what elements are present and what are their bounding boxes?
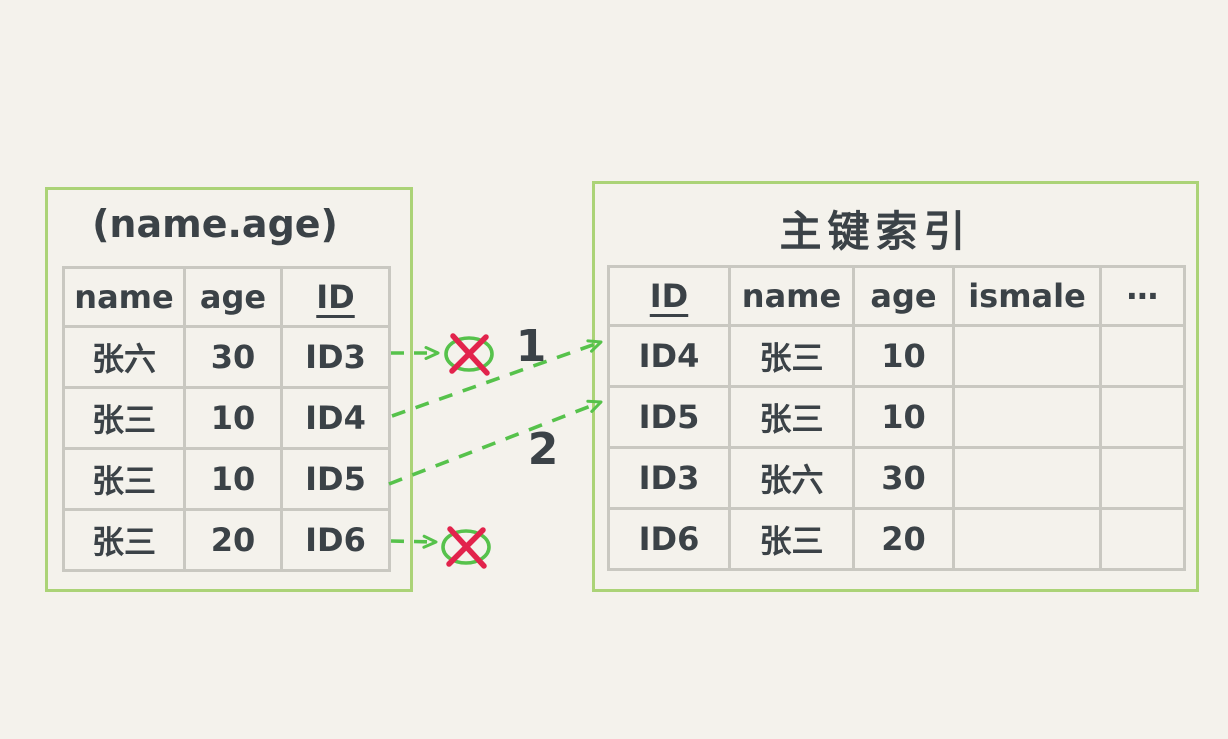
cell-id: ID6 (280, 508, 391, 572)
primary-key-index-table: ID name age ismale ⋯ ID4 张三 10 ID5 张三 (607, 265, 1186, 571)
cell-age: 20 (852, 507, 955, 571)
cell-age: 10 (852, 385, 955, 449)
cell-age: 30 (852, 446, 955, 510)
column-header-ellipsis: ⋯ (1099, 265, 1186, 327)
cell-name: 张三 (62, 386, 186, 450)
x-mark-icon (444, 333, 494, 376)
table-row: ID4 张三 10 (607, 324, 1186, 388)
cell-ellipsis (1099, 446, 1186, 510)
table-row: 张六 30 ID3 (62, 325, 391, 389)
table-row: 张三 20 ID6 (62, 508, 391, 572)
column-header-name: name (62, 266, 186, 328)
cell-age: 10 (183, 447, 283, 511)
cell-id: ID4 (607, 324, 731, 388)
column-header-age: age (852, 265, 955, 327)
cell-name: 张三 (728, 507, 855, 571)
cell-id: ID5 (607, 385, 731, 449)
table-row: ID5 张三 10 (607, 385, 1186, 449)
column-header-age: age (183, 266, 283, 328)
cell-ellipsis (1099, 385, 1186, 449)
column-header-ismale: ismale (952, 265, 1102, 327)
step-1-label: 1 (516, 321, 547, 372)
cell-ismale (952, 507, 1102, 571)
cell-id: ID4 (280, 386, 391, 450)
table-row: ID3 张六 30 (607, 446, 1186, 510)
step-2-label: 2 (528, 424, 559, 475)
name-age-index-panel: (name.age) name age ID 张六 30 ID3 张三 10 (45, 187, 413, 592)
cell-id: ID6 (607, 507, 731, 571)
lookup-arrow-id4 (391, 339, 603, 418)
table-row: ID6 张三 20 (607, 507, 1186, 571)
cell-ismale (952, 446, 1102, 510)
cell-age: 10 (183, 386, 283, 450)
cell-name: 张六 (728, 446, 855, 510)
cell-ismale (952, 385, 1102, 449)
cell-id: ID5 (280, 447, 391, 511)
table-row: 张三 10 ID4 (62, 386, 391, 450)
column-header-id: ID (607, 265, 731, 327)
cell-ellipsis (1099, 507, 1186, 571)
name-age-index-title: (name.age) (92, 202, 338, 246)
name-age-index-table: name age ID 张六 30 ID3 张三 10 ID4 张三 (62, 266, 391, 572)
cell-name: 张六 (62, 325, 186, 389)
cell-id: ID3 (280, 325, 391, 389)
column-header-id: ID (280, 266, 391, 328)
lookup-arrow-id5 (388, 399, 603, 486)
cell-name: 张三 (728, 385, 855, 449)
x-mark-icon (441, 526, 491, 569)
header-row: name age ID (62, 266, 391, 328)
cell-name: 张三 (62, 508, 186, 572)
cell-ellipsis (1099, 324, 1186, 388)
cell-age: 20 (183, 508, 283, 572)
primary-key-index-title: 主键索引 (779, 207, 972, 256)
column-header-name: name (728, 265, 855, 327)
header-row: ID name age ismale ⋯ (607, 265, 1186, 327)
table-row: 张三 10 ID5 (62, 447, 391, 511)
cell-age: 10 (852, 324, 955, 388)
primary-key-index-panel: 主键索引 ID name age ismale ⋯ ID4 张三 10 (592, 181, 1199, 592)
cell-ismale (952, 324, 1102, 388)
cell-id: ID3 (607, 446, 731, 510)
cell-name: 张三 (62, 447, 186, 511)
cell-age: 30 (183, 325, 283, 389)
cell-name: 张三 (728, 324, 855, 388)
